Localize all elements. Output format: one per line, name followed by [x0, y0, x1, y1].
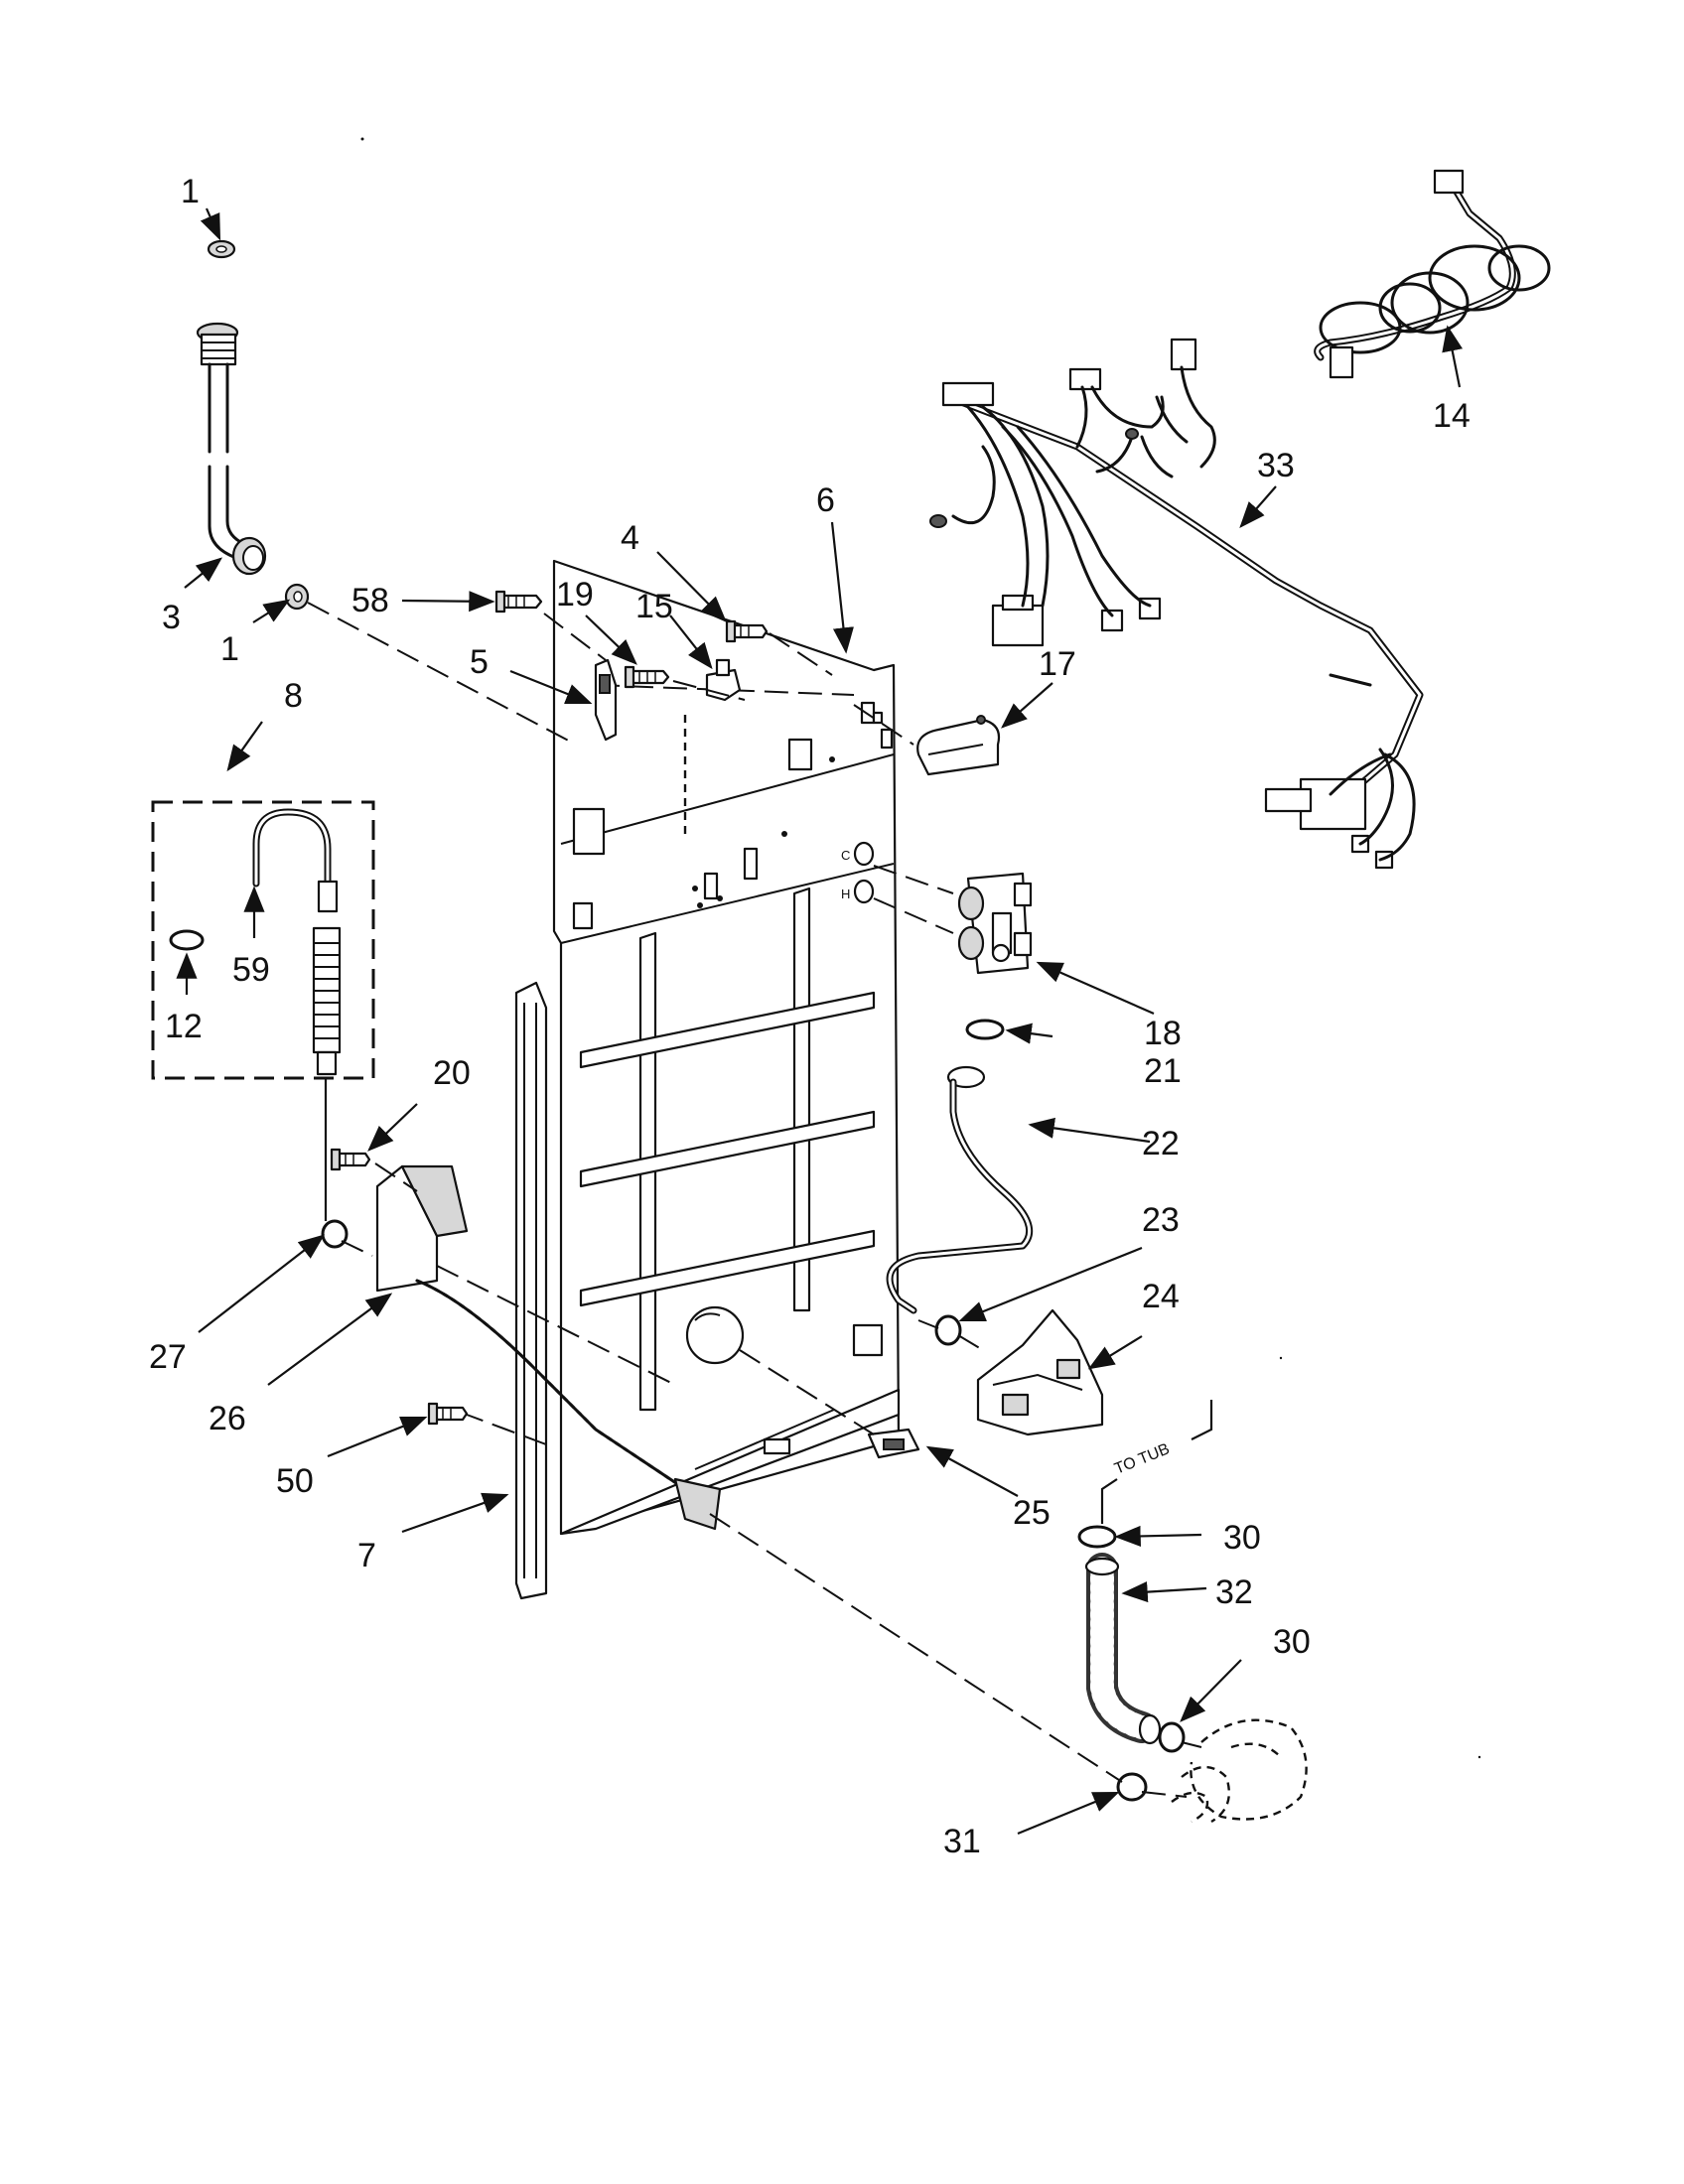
- inlet-hose-part-3: [196, 322, 267, 576]
- screw-part-19: [624, 665, 670, 689]
- drain-hose-kit-box-part-8: [151, 800, 375, 1080]
- leader-arrows: [176, 207, 1464, 1836]
- float-ball: [685, 1305, 745, 1365]
- valve-port-c-label: C: [841, 848, 850, 863]
- callout-30-top: 30: [1223, 1519, 1261, 1557]
- screw-part-58: [494, 590, 543, 614]
- wire-harness-part-33: [929, 338, 1424, 870]
- scan-specks: [360, 137, 1481, 1759]
- callout-4: 4: [621, 519, 639, 557]
- bracket-part-24: [976, 1308, 1104, 1436]
- callout-3: 3: [162, 599, 181, 636]
- callout-22: 22: [1142, 1125, 1180, 1162]
- clamp-part-27: [321, 1219, 349, 1249]
- clamp-part-23: [934, 1314, 962, 1346]
- callout-5: 5: [470, 643, 489, 681]
- callout-21: 21: [1144, 1052, 1182, 1090]
- hose-hook-part-59: [252, 808, 339, 913]
- bracket-part-17: [916, 715, 1001, 776]
- clamp-part-30-lower: [1158, 1721, 1186, 1753]
- callout-6: 6: [816, 481, 835, 519]
- clamp-part-31: [1116, 1772, 1148, 1802]
- valve-port-h-label: H: [841, 887, 850, 901]
- callout-8: 8: [284, 677, 303, 715]
- power-cord-part-14: [1314, 169, 1551, 379]
- rear-panel-part-6: C H: [552, 559, 901, 1536]
- callout-58: 58: [351, 582, 389, 619]
- clamp-part-12: [169, 929, 205, 951]
- clamp-part-30-top: [1077, 1525, 1117, 1549]
- to-tub-label: TO TUB: [1112, 1440, 1172, 1478]
- fill-hose-part-22: [886, 1065, 1034, 1314]
- to-tub-indicator: TO TUB: [1100, 1400, 1213, 1524]
- callout-31: 31: [943, 1823, 981, 1860]
- screw-part-20: [330, 1148, 371, 1171]
- callout-19: 19: [556, 576, 594, 614]
- side-rail-part-7: [514, 981, 548, 1600]
- drain-hose-part-26: [375, 1164, 722, 1531]
- drain-hose-corrugated: [312, 926, 342, 1221]
- callout-20: 20: [433, 1054, 471, 1092]
- callout-1-lower: 1: [220, 630, 239, 668]
- callout-24: 24: [1142, 1278, 1180, 1315]
- callout-30-lower: 30: [1273, 1623, 1311, 1661]
- callout-50: 50: [276, 1462, 314, 1500]
- callout-1-top: 1: [181, 173, 200, 210]
- callout-12: 12: [165, 1008, 203, 1045]
- callout-32: 32: [1215, 1573, 1253, 1611]
- assembly-dash-lines: [307, 602, 1202, 1798]
- callout-26: 26: [209, 1400, 246, 1437]
- callout-7: 7: [357, 1537, 376, 1574]
- clamp-part-21: [965, 1019, 1005, 1040]
- callout-15: 15: [635, 588, 673, 625]
- callout-23: 23: [1142, 1201, 1180, 1239]
- water-valve-part-18: [957, 872, 1033, 975]
- washer-part-1-lower: [284, 583, 310, 611]
- screw-part-50: [427, 1402, 469, 1426]
- callout-59: 59: [232, 951, 270, 989]
- callout-labels: 1 3 1 58 4 5 19 15 6 17 33 14 8 59 12 18…: [149, 173, 1471, 1860]
- screw-part-4: [725, 619, 769, 643]
- callout-27: 27: [149, 1338, 187, 1376]
- callout-14: 14: [1433, 397, 1471, 435]
- callout-17: 17: [1039, 645, 1076, 683]
- callout-18: 18: [1144, 1015, 1182, 1052]
- bracket-part-25: [867, 1428, 920, 1459]
- drain-hose-part-32: [1084, 1553, 1162, 1745]
- washer-part-1-top: [207, 239, 236, 259]
- callout-25: 25: [1013, 1494, 1051, 1532]
- pump-phantom-outline: [1171, 1718, 1308, 1824]
- clip-part-5: [594, 658, 618, 742]
- callout-33: 33: [1257, 447, 1295, 484]
